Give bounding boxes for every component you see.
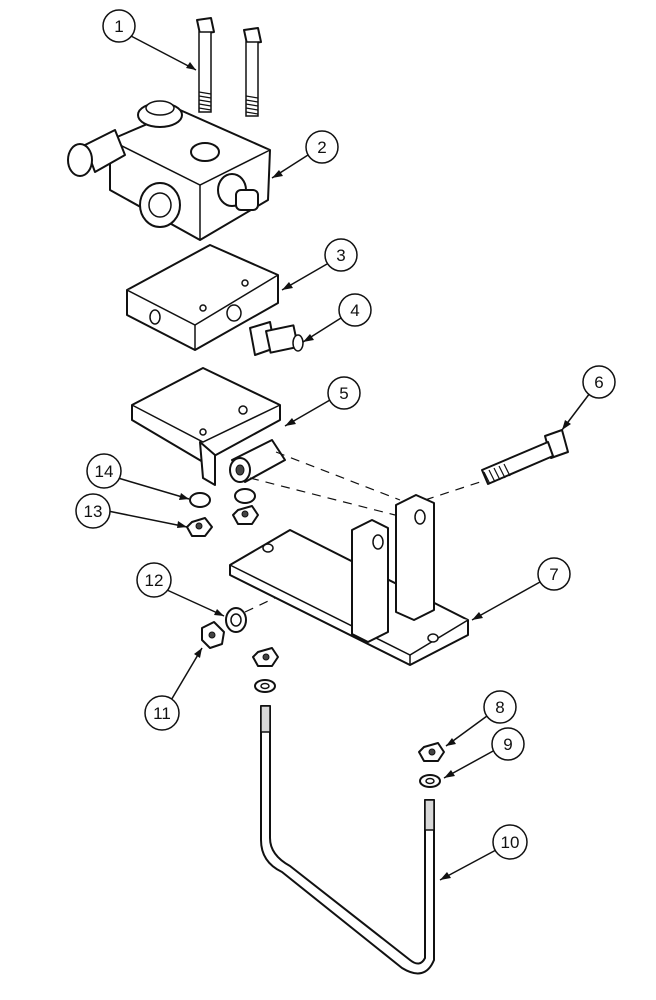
ubolt-nuts-right xyxy=(418,742,445,788)
bolt-right xyxy=(243,27,262,117)
callout-4-label: 4 xyxy=(350,301,359,320)
callout-5-label: 5 xyxy=(339,384,348,403)
callout-13-label: 13 xyxy=(84,502,103,521)
nut-and-washer xyxy=(201,607,247,649)
callout-1: 1 xyxy=(102,9,136,43)
ubolt-nuts-left xyxy=(252,647,279,693)
manifold-block xyxy=(126,244,279,351)
callout-9-label: 9 xyxy=(503,735,512,754)
callout-3: 3 xyxy=(324,238,358,272)
callout-2: 2 xyxy=(305,130,339,164)
callout-6-label: 6 xyxy=(594,373,603,392)
callout-12: 12 xyxy=(136,562,172,598)
u-bolt xyxy=(260,705,435,975)
callout-12-label: 12 xyxy=(145,571,164,590)
callout-11: 11 xyxy=(144,695,180,731)
callout-7-label: 7 xyxy=(549,565,558,584)
callout-4: 4 xyxy=(338,293,372,327)
callout-1-label: 1 xyxy=(114,17,123,36)
hinge-bracket xyxy=(131,367,286,486)
hydraulic-fitting xyxy=(249,321,304,356)
callout-14: 14 xyxy=(86,453,122,489)
callout-10-label: 10 xyxy=(501,833,520,852)
washers-and-nuts-left xyxy=(186,488,259,537)
callout-2-label: 2 xyxy=(317,138,326,157)
callout-6: 6 xyxy=(582,365,616,399)
bolt-left xyxy=(196,17,215,113)
leader-lines xyxy=(107,35,591,881)
callout-9: 9 xyxy=(491,727,525,761)
callout-11-label: 11 xyxy=(153,704,171,723)
callout-5: 5 xyxy=(327,376,361,410)
callout-10: 10 xyxy=(492,824,528,860)
callout-3-label: 3 xyxy=(336,246,345,265)
valve-body xyxy=(67,100,271,241)
callout-14-label: 14 xyxy=(95,462,114,481)
bolt-pair xyxy=(196,17,262,117)
callout-7: 7 xyxy=(537,557,571,591)
long-bolt xyxy=(481,429,569,485)
mounting-plate xyxy=(229,494,469,666)
callout-8: 8 xyxy=(483,690,517,724)
callout-13: 13 xyxy=(75,493,111,529)
callout-8-label: 8 xyxy=(495,698,504,717)
